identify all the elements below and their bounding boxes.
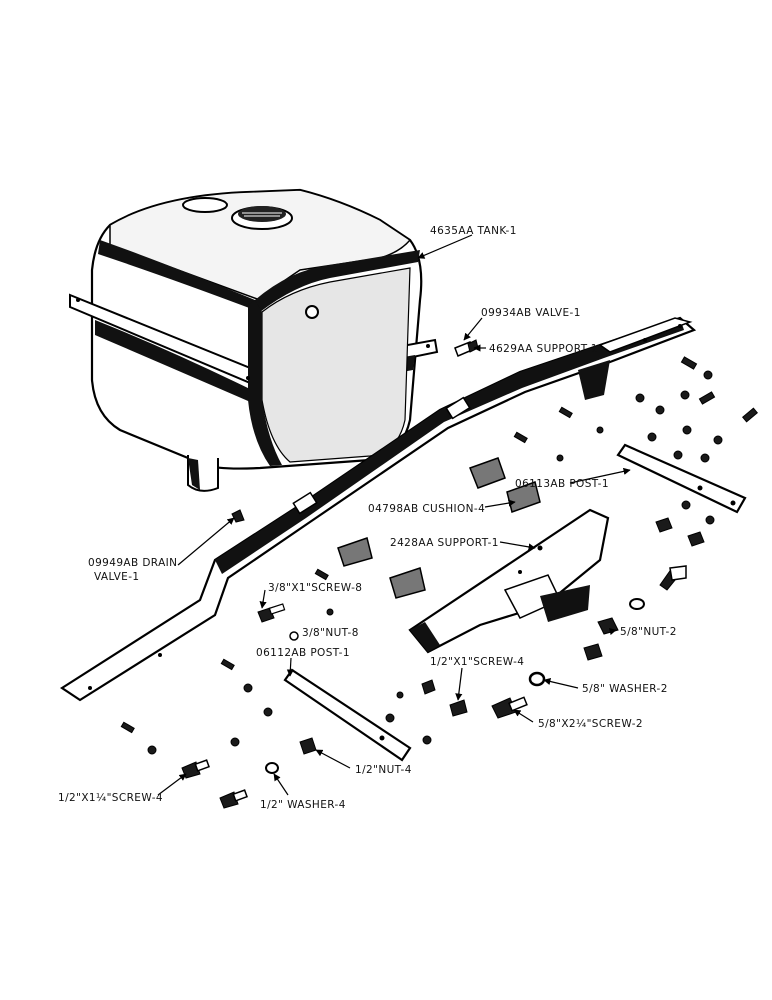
label-nut-3-8: 3/8"NUT-8: [302, 627, 359, 639]
label-screw-3-8: 3/8"X1"SCREW-8: [268, 582, 362, 594]
label-drain-valve-2: VALVE-1: [94, 571, 139, 583]
label-tank: 4635AA TANK-1: [430, 225, 517, 237]
label-support-short: 2428AA SUPPORT-1: [390, 537, 499, 549]
support-long: [59, 316, 697, 702]
fuel-tank: [69, 188, 439, 492]
post-right: [616, 443, 747, 514]
label-nut-half: 1/2"NUT-4: [355, 764, 412, 776]
label-cushion: 04798AB CUSHION-4: [368, 503, 485, 515]
label-support-long: 4629AA SUPPORT-1: [489, 343, 598, 355]
label-post-right: 06113AB POST-1: [515, 478, 609, 490]
label-valve: 09934AB VALVE-1: [481, 307, 581, 319]
hardware: [120, 339, 758, 809]
label-washer-5-8: 5/8" WASHER-2: [582, 683, 668, 695]
label-drain-valve: 09949AB DRAIN: [88, 557, 177, 569]
label-screw-half-x1: 1/2"X1"SCREW-4: [430, 656, 524, 668]
leader-lines: [157, 234, 631, 796]
label-post-left: 06112AB POST-1: [256, 647, 350, 659]
support-short: [408, 508, 610, 654]
label-screw-5-8: 5/8"X2¼"SCREW-2: [538, 718, 643, 730]
label-screw-half-x1q: 1/2"X1¼"SCREW-4: [58, 792, 163, 804]
label-nut-5-8: 5/8"NUT-2: [620, 626, 677, 638]
part-labels: 4635AA TANK-1 09934AB VALVE-1 4629AA SUP…: [58, 225, 677, 811]
label-washer-half: 1/2" WASHER-4: [260, 799, 346, 811]
